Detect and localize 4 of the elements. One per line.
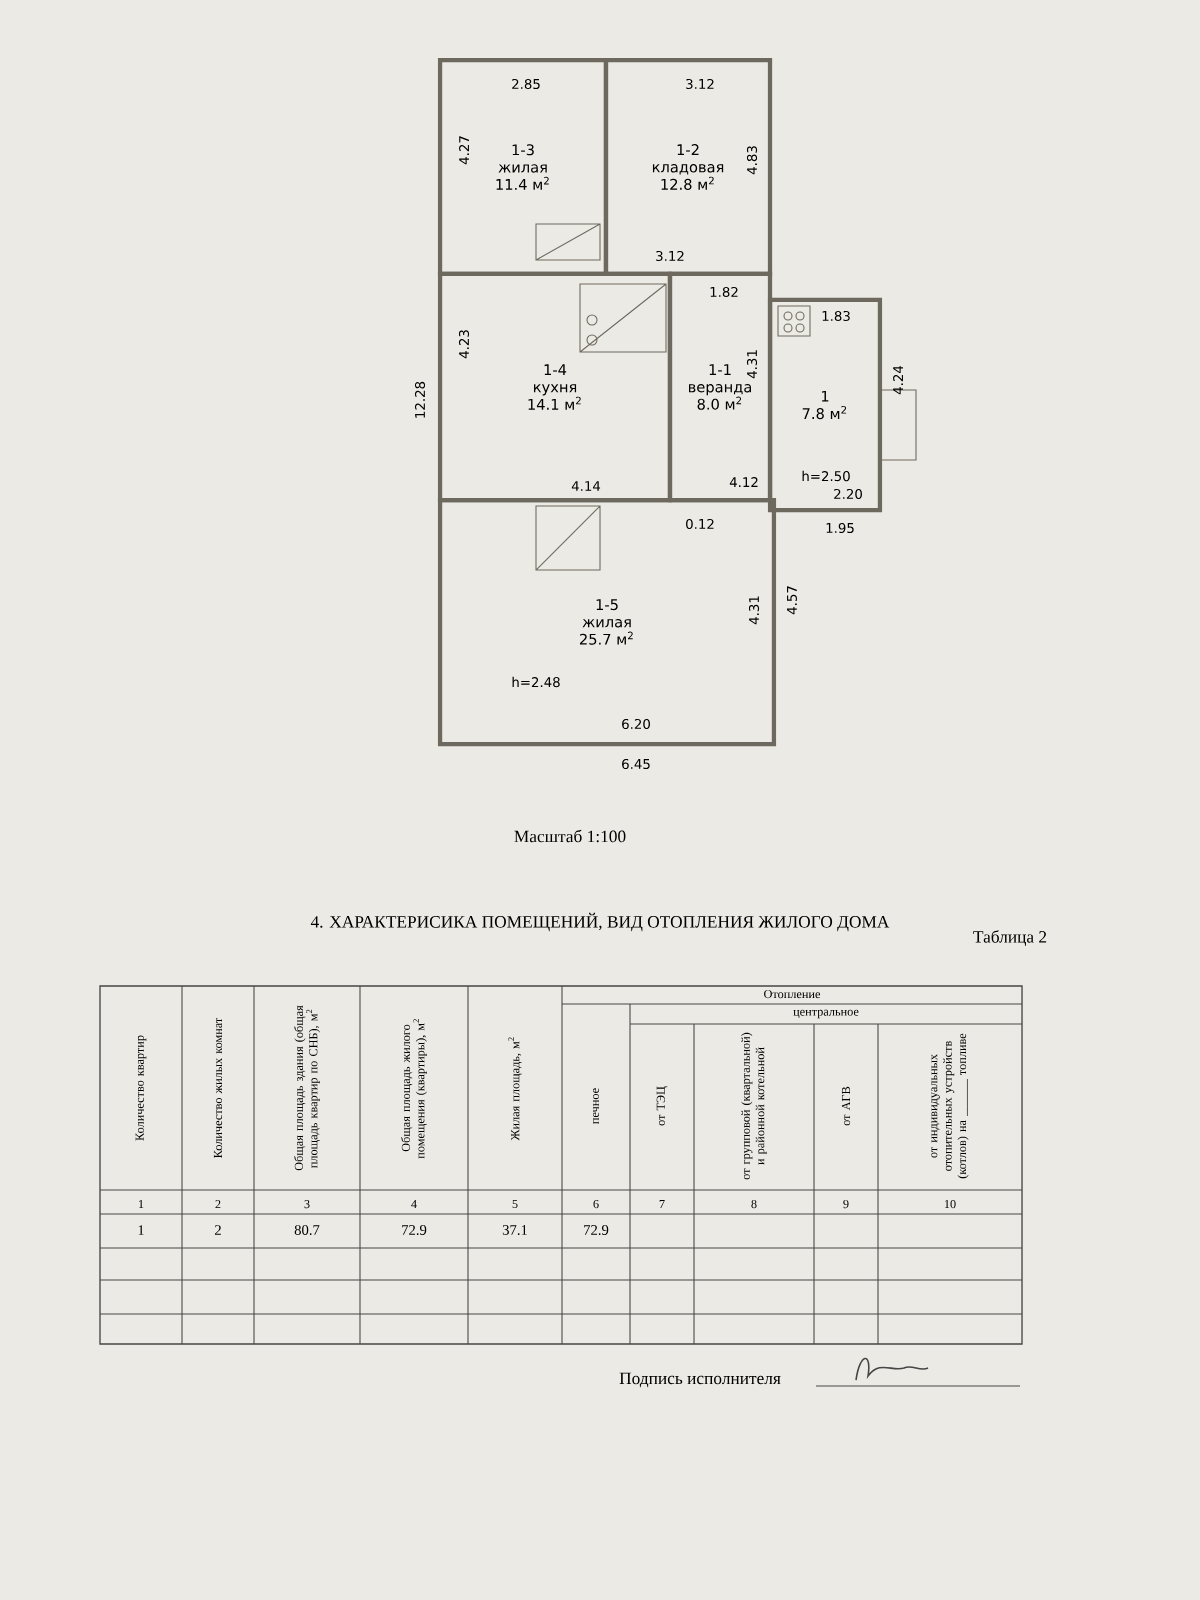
table-caption: Таблица 2 [973,930,1047,946]
section-heading: 4. ХАРАКТЕРИСИКА ПОМЕЩЕНИЙ, ВИД ОТОПЛЕНИЯ ЖИЛОГО ДОМА [310,912,890,932]
signature-label: Подпись исполнителя [619,1372,781,1388]
scale-label: Масштаб 1:100 [514,829,626,843]
